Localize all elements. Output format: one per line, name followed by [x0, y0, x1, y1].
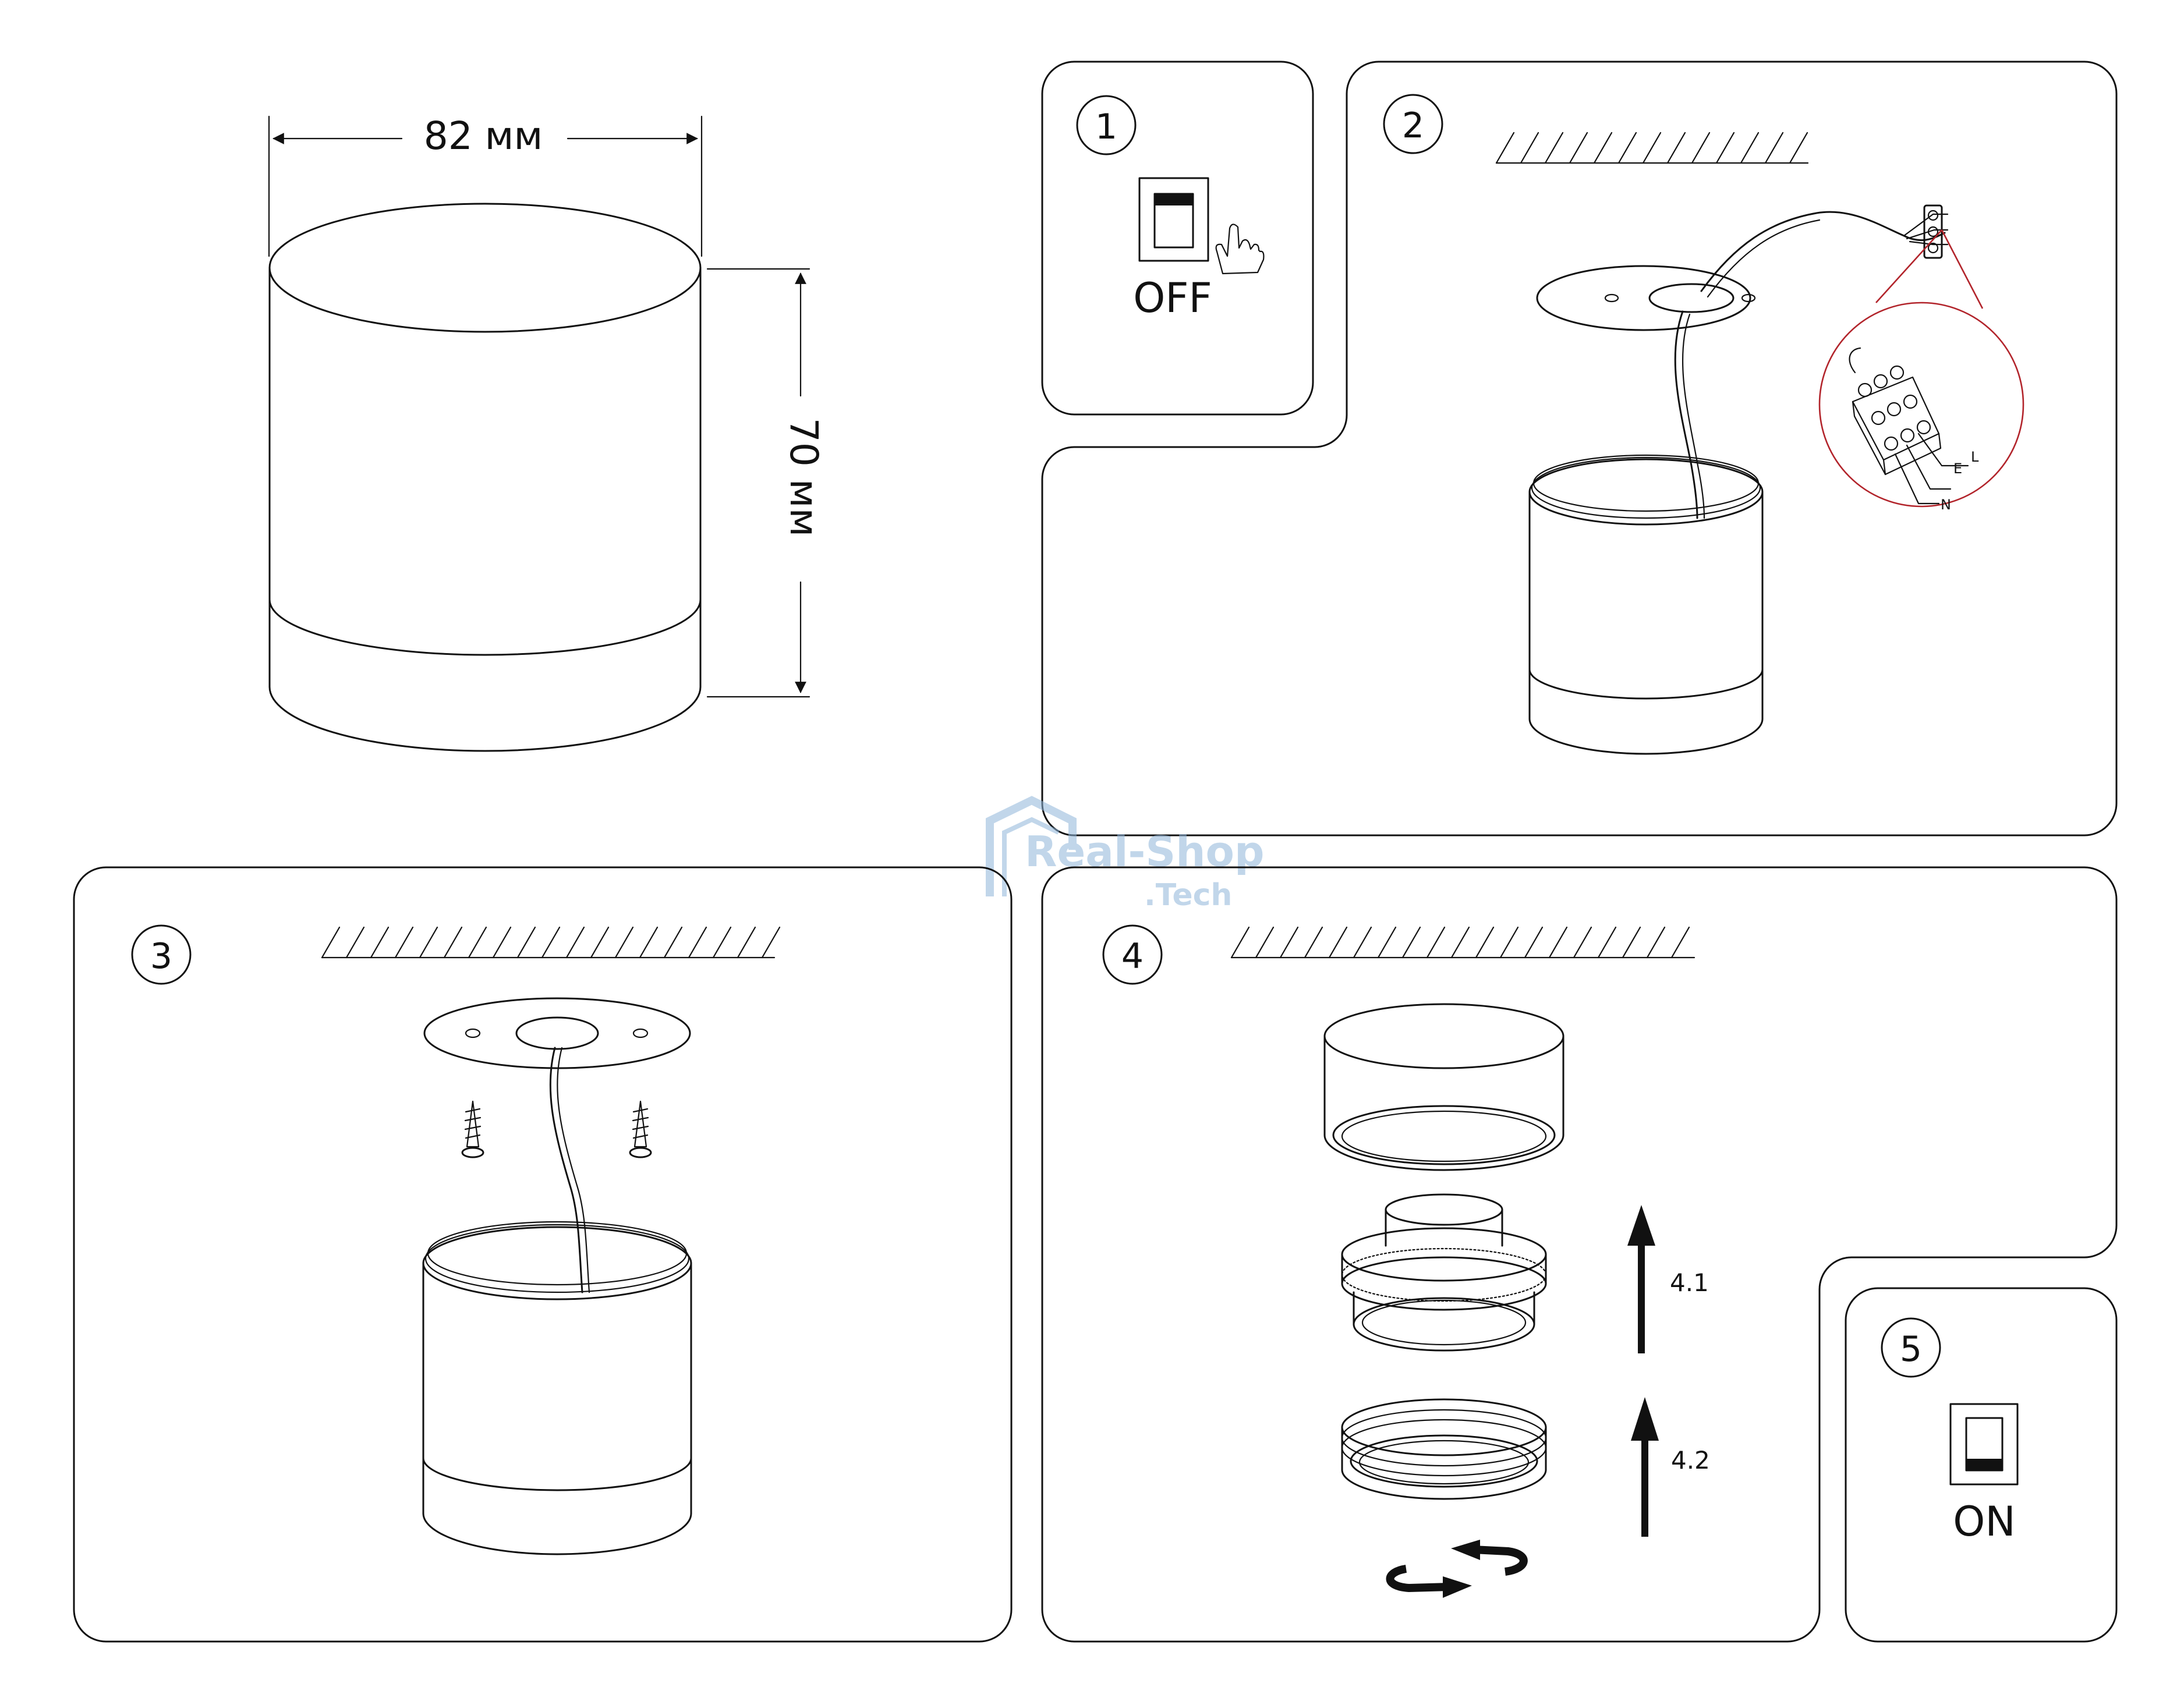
step-4-panel: 4	[1041, 866, 2118, 1643]
terminal-label-e: E	[1953, 460, 1962, 477]
lamp-cylinder	[268, 203, 702, 752]
up-arrow-icon	[1631, 1397, 1659, 1537]
step-2-number: 2	[1402, 105, 1424, 146]
rotate-arrows-icon	[1386, 1540, 1528, 1598]
step-1-panel: 1 OFF	[1041, 61, 1314, 416]
step-3-panel: 3	[73, 866, 1013, 1643]
terminal-block	[1923, 204, 1943, 259]
mounting-plate	[423, 997, 691, 1069]
wiring-detail-zoom: L E N	[1818, 229, 2024, 513]
screw-icon	[461, 1100, 484, 1158]
sub-step-4-1-label: 4.1	[1670, 1268, 1709, 1297]
gx53-lamp-module	[1341, 1193, 1547, 1352]
pointing-hand-icon	[1215, 224, 1265, 275]
switch-off-icon	[1138, 177, 1209, 262]
sub-step-4-2-label: 4.2	[1671, 1446, 1710, 1474]
terminal-label-l: L	[1971, 449, 1979, 465]
off-label: OFF	[1133, 274, 1212, 322]
on-label: ON	[1953, 1498, 2015, 1545]
step-3-number: 3	[150, 936, 172, 977]
step-4-number: 4	[1121, 936, 1144, 977]
real-shop-watermark: Real-Shop .Tech	[986, 796, 1265, 913]
terminal-label-n: N	[1941, 497, 1951, 513]
height-dimension-label: 70 мм	[781, 418, 826, 537]
lamp-ring	[1341, 1398, 1547, 1500]
watermark-line1: Real-Shop	[1025, 827, 1265, 876]
watermark-line2: .Tech	[1144, 878, 1232, 913]
terminal-connector-detail	[1849, 347, 1969, 505]
up-arrow-icon	[1627, 1205, 1655, 1353]
mounting-plate	[1536, 265, 1756, 331]
lamp-body	[1323, 1003, 1564, 1171]
ceiling-hatch	[1230, 926, 1695, 959]
dimension-drawing: 82 мм 70 мм	[268, 114, 826, 752]
step-1-number: 1	[1095, 107, 1117, 147]
step-5-number: 5	[1900, 1329, 1922, 1370]
switch-on-icon	[1949, 1403, 2019, 1486]
lamp-housing	[1528, 454, 1764, 755]
screw-icon	[629, 1100, 652, 1158]
ceiling-hatch	[1495, 132, 1809, 164]
house-logo-icon	[986, 796, 1077, 896]
width-dimension-label: 82 мм	[424, 114, 543, 158]
power-cable	[1674, 211, 1949, 519]
power-cable	[549, 1047, 590, 1293]
ceiling-hatch	[321, 926, 781, 959]
lamp-housing	[422, 1221, 692, 1555]
step-5-panel: 5 ON	[1845, 1287, 2118, 1643]
